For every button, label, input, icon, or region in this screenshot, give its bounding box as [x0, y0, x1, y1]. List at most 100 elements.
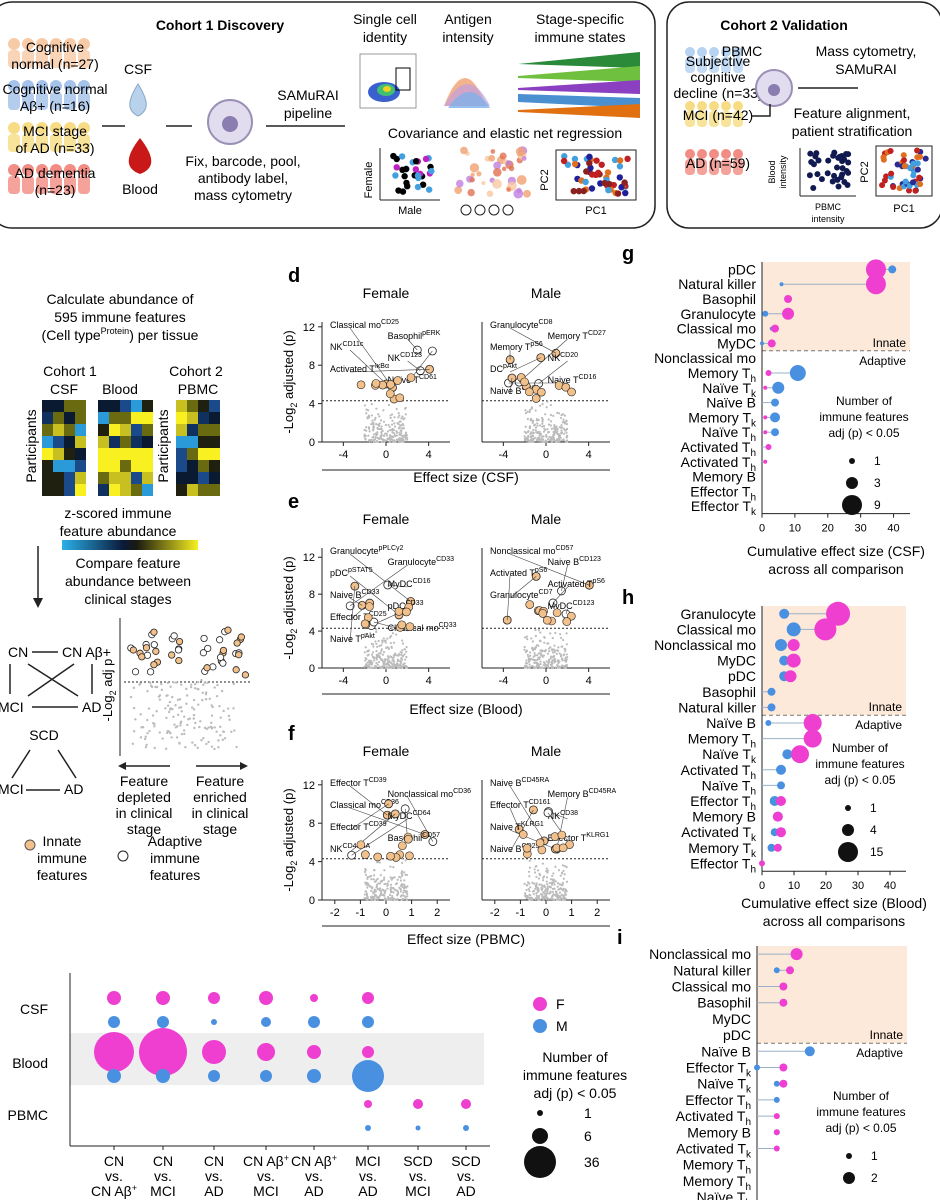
size-legend-marker [842, 495, 862, 515]
highlighted-point [395, 393, 405, 403]
volcano-point [129, 646, 137, 654]
innate-legend-label: features [37, 867, 88, 883]
volcano-point [382, 878, 386, 881]
volcano-point [232, 682, 235, 686]
col-label: CN [104, 1153, 124, 1169]
heatmaps [42, 400, 220, 496]
highlighted-point [405, 622, 415, 631]
volcano-point [396, 662, 399, 666]
heatmap-cell [209, 472, 220, 484]
male-bubble [415, 1125, 421, 1131]
category-label: Granulocyte [681, 606, 757, 622]
male-bubble [767, 703, 776, 712]
tick-label: 12 [303, 780, 315, 792]
heatmap-cell [120, 484, 131, 496]
volcano-point [561, 898, 564, 901]
volcano-point [381, 879, 384, 882]
volcano-point [547, 642, 550, 645]
volcano-point [365, 426, 368, 429]
volcano-point [393, 425, 397, 428]
highlighted-point [558, 843, 568, 853]
highlighted-point [371, 379, 381, 388]
female-bubble [814, 618, 837, 641]
feature-label: NKCD38 [548, 810, 579, 821]
csf-label: CSF [124, 61, 152, 77]
volcano-point [399, 650, 402, 654]
volcano-point [377, 427, 380, 431]
highlighted-point [525, 600, 535, 609]
network-node [490, 149, 496, 154]
volcano-point [158, 731, 161, 734]
mass-2: SAMuRAI [835, 61, 896, 77]
tick-label: 4 [309, 626, 315, 638]
volcano-point [138, 683, 141, 686]
volcano-point [556, 664, 559, 667]
feature-label: DCpAkt [490, 363, 517, 374]
person-icon [78, 122, 90, 134]
label-leader [349, 586, 356, 643]
volcano-point [542, 876, 545, 879]
person-icon [78, 38, 90, 50]
volcano-point [383, 661, 386, 664]
volcano-point [552, 427, 555, 430]
person-icon [733, 101, 743, 111]
heatmap-cell [42, 484, 53, 496]
volcano-point [529, 432, 532, 435]
tick-label: -4 [498, 449, 508, 461]
volcano-point [174, 704, 177, 707]
volcano-point [533, 882, 536, 885]
tick-label: -1 [516, 907, 526, 919]
volcano-point [543, 663, 547, 666]
volcano-point [544, 889, 547, 892]
feature-label: NKCD123 [388, 352, 422, 363]
volcano-point [549, 420, 553, 423]
volcano-point [390, 646, 393, 649]
volcano-point [176, 725, 179, 728]
compare-1: Compare feature [75, 555, 180, 571]
volcano-point [213, 726, 216, 729]
volcano-point [393, 876, 396, 879]
volcano-point [194, 721, 197, 725]
volcano-point [400, 884, 403, 888]
volcano-point [146, 689, 149, 693]
volcano-point [399, 876, 402, 879]
volcano-point [380, 427, 383, 431]
person-icon [78, 176, 90, 194]
volcano-point [387, 403, 390, 407]
volcano-point [543, 885, 546, 889]
innate-label: Innate [869, 700, 903, 714]
label-leader [556, 796, 568, 850]
volcano-point [381, 639, 384, 642]
volcano-point [552, 893, 555, 896]
volcano-point [379, 882, 382, 885]
volcano-point [199, 720, 202, 723]
male-legend-marker [533, 1019, 547, 1033]
volcano-point [171, 708, 174, 711]
volcano-point [532, 892, 535, 896]
volcano-point [562, 869, 565, 873]
volcano-point [364, 656, 367, 660]
volcano-point [398, 414, 401, 417]
scatter-point [582, 178, 589, 186]
col-label: MCI [253, 1183, 279, 1199]
scatter-point [905, 187, 912, 194]
network-icon [454, 146, 531, 216]
volcano-point [138, 653, 146, 661]
volcano-point [533, 868, 536, 871]
volcano-point [393, 888, 397, 891]
volcano-point [551, 666, 554, 669]
volcano-point [370, 887, 374, 890]
volcano-point [192, 713, 196, 717]
volcano-point [227, 714, 231, 718]
category-label: Nonclassical mo [654, 350, 756, 366]
highlighted-point [365, 602, 374, 611]
volcano-point [380, 419, 383, 422]
volcano-point [526, 410, 529, 413]
person-icon [709, 159, 719, 175]
volcano-point [562, 418, 565, 421]
person-icon [36, 92, 48, 110]
volcano-point [366, 654, 369, 657]
heatmap-cell [64, 412, 75, 424]
tick-label: 20 [820, 880, 832, 892]
volcano-point [132, 706, 136, 710]
